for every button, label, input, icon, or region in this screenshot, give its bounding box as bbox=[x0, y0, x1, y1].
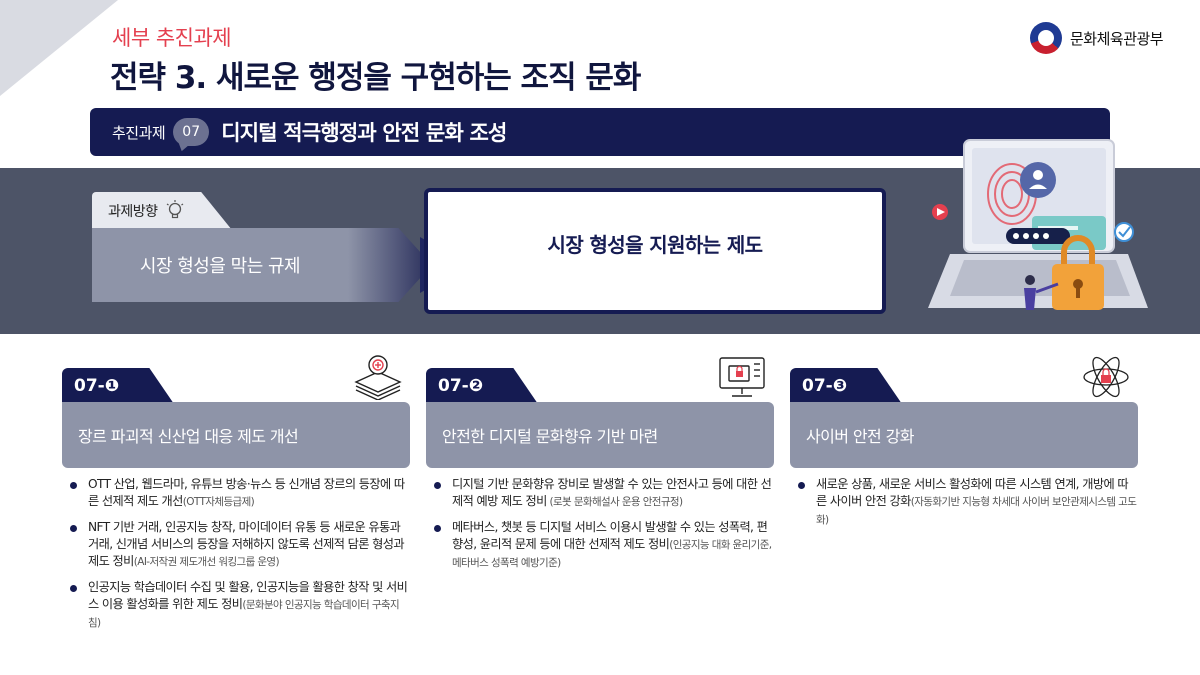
bullet-item: 디지털 기반 문화향유 장비로 발생할 수 있는 안전사고 등에 대한 선제적 … bbox=[430, 476, 774, 511]
task-prefix: 추진과제 bbox=[112, 123, 166, 142]
bullet-item: NFT 기반 거래, 인공지능 창작, 마이데이터 유통 등 새로운 유통과 거… bbox=[66, 519, 410, 571]
subtask-bullets: OTT 산업, 웹드라마, 유튜브 방송·뉴스 등 신개념 장르의 등장에 따른… bbox=[66, 476, 410, 640]
subtask-heading: 안전한 디지털 문화향유 기반 마련 bbox=[426, 402, 774, 468]
task-banner: 추진과제 07 디지털 적극행정과 안전 문화 조성 bbox=[90, 108, 1110, 156]
current-state-box: 시장 형성을 막는 규제 bbox=[92, 228, 348, 302]
corner-fold-decoration bbox=[0, 0, 118, 96]
task-title: 디지털 적극행정과 안전 문화 조성 bbox=[221, 121, 507, 145]
target-state-box: 시장 형성을 지원하는 제도 bbox=[424, 188, 886, 314]
subtask-bullets: 디지털 기반 문화향유 장비로 발생할 수 있는 안전사고 등에 대한 선제적 … bbox=[430, 476, 774, 580]
bullet-item: 새로운 상품, 새로운 서비스 활성화에 따른 시스템 연계, 개방에 따른 사… bbox=[794, 476, 1138, 529]
subtask-tag: 07-❷ bbox=[426, 368, 538, 404]
ministry-name: 문화체육관광부 bbox=[1070, 29, 1164, 48]
direction-tab-label: 과제방향 bbox=[108, 204, 158, 220]
bullet-item: 메타버스, 챗봇 등 디지털 서비스 이용시 발생할 수 있는 성폭력, 편향성… bbox=[430, 519, 774, 572]
cyber-security-illustration bbox=[928, 139, 1148, 310]
page-title: 전략 3. 새로운 행정을 구현하는 조직 문화 bbox=[110, 60, 641, 96]
subtask-heading: 사이버 안전 강화 bbox=[790, 402, 1138, 468]
current-state-label: 시장 형성을 막는 규제 bbox=[139, 256, 301, 277]
bullet-item: 인공지능 학습데이터 수집 및 활용, 인공지능을 활용한 창작 및 서비스 이… bbox=[66, 579, 410, 632]
section-kicker: 세부 추진과제 bbox=[112, 26, 232, 50]
taegeuk-icon bbox=[1030, 22, 1062, 54]
task-number-badge: 07 bbox=[173, 118, 210, 146]
atom-lock-icon bbox=[1083, 356, 1129, 398]
secure-monitor-icon bbox=[719, 357, 765, 397]
document-stack-icon bbox=[354, 355, 402, 400]
subtask-heading: 장르 파괴적 신산업 대응 제도 개선 bbox=[62, 402, 410, 468]
subtask-tag: 07-❸ bbox=[790, 368, 902, 404]
subtask-tag: 07-❶ bbox=[62, 368, 174, 404]
subtask-bullets: 새로운 상품, 새로운 서비스 활성화에 따른 시스템 연계, 개방에 따른 사… bbox=[794, 476, 1138, 537]
lightbulb-icon bbox=[166, 200, 183, 219]
bullet-item: OTT 산업, 웹드라마, 유튜브 방송·뉴스 등 신개념 장르의 등장에 따른… bbox=[66, 476, 410, 511]
target-state-label: 시장 형성을 지원하는 제도 bbox=[547, 232, 763, 257]
ministry-logo: 문화체육관광부 bbox=[1030, 22, 1164, 54]
